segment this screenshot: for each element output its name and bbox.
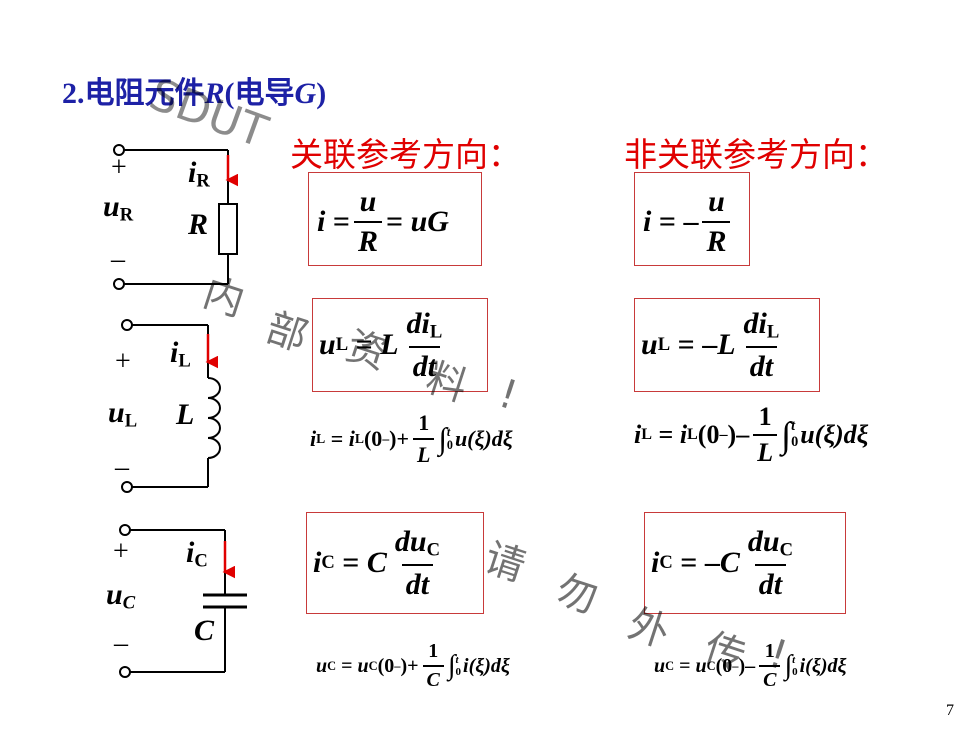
watermark-char: 请 [478, 534, 531, 591]
circuit-diagram [113, 144, 247, 678]
inductor-coil [207, 377, 221, 459]
heading-non-associated: 非关联参考方向： [624, 135, 888, 174]
capacitor-circuit [119, 524, 247, 678]
element-label-r: R [188, 208, 209, 241]
plus-sign: + [113, 536, 129, 567]
watermark-char: 勿 [550, 566, 603, 623]
plus-sign: + [111, 152, 127, 183]
resistor-circuit [113, 144, 238, 290]
resistor-symbol [218, 203, 238, 255]
element-label-l: L [176, 398, 195, 431]
minus-sign: – [115, 452, 129, 483]
heading-associated: 关联参考方向： [290, 135, 521, 174]
current-label-l: iL [170, 336, 191, 372]
minus-sign: – [114, 628, 128, 659]
current-label-r: iR [188, 156, 210, 192]
voltage-label-l: uL [108, 396, 138, 432]
slide-title: 2.电阻元件R(电导G) [62, 77, 327, 110]
minus-sign: – [111, 244, 125, 275]
voltage-label-c: uC [106, 578, 136, 614]
current-label-c: iC [186, 536, 208, 572]
page-number: 7 [946, 702, 954, 719]
element-label-c: C [194, 614, 215, 647]
voltage-label-r: uR [103, 190, 134, 226]
inductor-circuit [121, 319, 221, 493]
plus-sign: + [115, 346, 131, 377]
